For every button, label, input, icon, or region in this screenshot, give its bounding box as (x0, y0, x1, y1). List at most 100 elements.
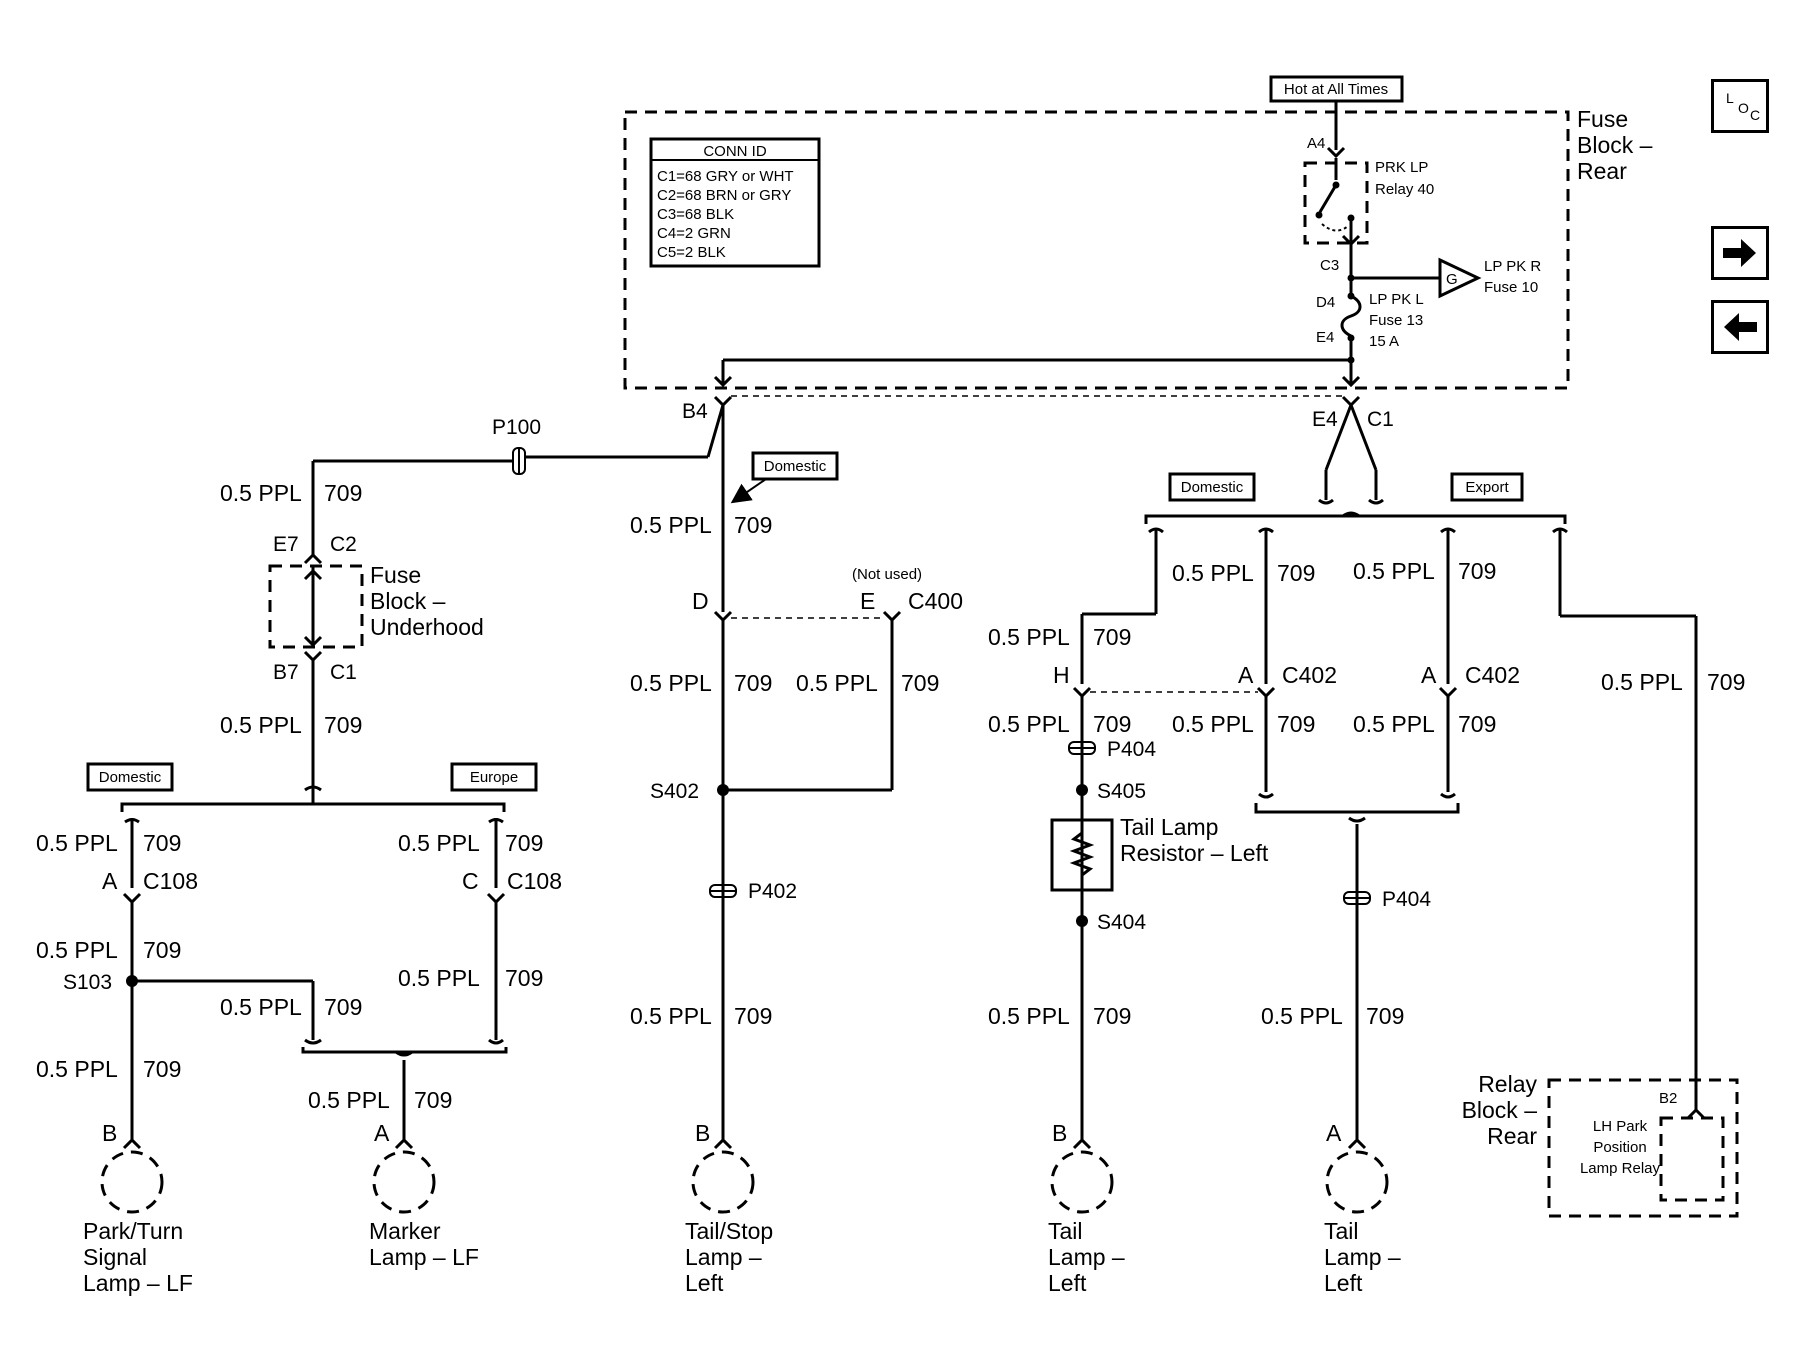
underhood-pin-e7: E7 (273, 533, 299, 556)
fuse10-label-2: Fuse 10 (1484, 279, 1538, 296)
relay-block-label-2: Block – (1462, 1097, 1538, 1123)
option-europe-label: Europe (470, 769, 518, 786)
fuse-block-rear-label-3: Rear (1577, 158, 1627, 184)
arrow-right-icon (1723, 239, 1756, 267)
lamp-2-line-1: Marker (369, 1218, 441, 1244)
p404-label-1: P404 (1107, 738, 1156, 761)
p100-label: P100 (492, 416, 541, 439)
splice-s405: S405 (1097, 780, 1146, 803)
relay40-pin-a4: A4 (1307, 135, 1325, 152)
lamp-1-pin: B (102, 1120, 117, 1146)
relay-block-label-1: Relay (1478, 1071, 1537, 1097)
fuse13-pin-d4: D4 (1316, 294, 1335, 311)
wire-label-c402a1-bot-circuit: 709 (1277, 711, 1315, 737)
wire-label-c402a2-top-gauge: 0.5 PPL (1353, 558, 1435, 584)
lamp-2-line-2: Lamp – LF (369, 1244, 479, 1270)
lamp-tail-stop-left: B Tail/Stop Lamp – Left (685, 1120, 773, 1296)
conn-id-table: CONN ID C1=68 GRY or WHT C2=68 BRN or GR… (649, 137, 821, 268)
conn-id-title: CONN ID (703, 143, 767, 160)
wire-label-c108a-gauge: 0.5 PPL (36, 830, 118, 856)
fuse10-pin-c3: C3 (1320, 257, 1339, 274)
option-domestic-left (86, 762, 174, 792)
underhood-label-3: Underhood (370, 614, 484, 640)
wire-label-h-lamp-circuit: 709 (1093, 1003, 1131, 1029)
wire-label-p100-gauge: 0.5 PPL (220, 480, 302, 506)
c108-conn-left: C108 (143, 868, 198, 894)
splice-s103: S103 (63, 971, 112, 994)
splice-s402-dot (717, 784, 729, 796)
lamp-4-line-2: Lamp – (1048, 1244, 1125, 1270)
conn-id-row-1: C1=68 GRY or WHT (657, 168, 794, 185)
arrow-left-icon (1724, 313, 1757, 341)
lamp-3-pin: B (695, 1120, 710, 1146)
option-europe (450, 762, 538, 792)
lh-park-position-lamp-relay (1659, 1116, 1725, 1202)
wire-label-s103-bot-circuit: 709 (143, 1056, 181, 1082)
wire-label-c108c-bot-gauge: 0.5 PPL (398, 965, 480, 991)
loc-letter-l: L (1726, 90, 1734, 106)
relay-block-relay-label-2: Position (1593, 1139, 1646, 1156)
lamp-1-line-1: Park/Turn (83, 1218, 183, 1244)
relay40-label-1: PRK LP (1375, 159, 1428, 176)
loc-letter-o: O (1738, 100, 1749, 116)
c402-pin-a-2: A (1421, 662, 1437, 688)
option-domestic-right (1168, 472, 1256, 502)
fuse10-label-1: LP PK R (1484, 258, 1541, 275)
loc-button[interactable]: L O C (1711, 79, 1769, 133)
underhood-label-2: Block – (370, 588, 446, 614)
wire-label-marker-gauge: 0.5 PPL (308, 1087, 390, 1113)
c402-conn-1: C402 (1282, 662, 1337, 688)
p404-label-2: P404 (1382, 888, 1431, 911)
fuse10-ground-letter: G (1446, 271, 1458, 288)
wire-label-c402a1-top-gauge: 0.5 PPL (1172, 560, 1254, 586)
fuse-block-rear-outline (623, 110, 1570, 390)
conn-id-row-3: C3=68 BLK (657, 206, 734, 223)
option-domestic-center-label: Domestic (764, 458, 827, 475)
lamp-park-turn-signal-lf: B Park/Turn Signal Lamp – LF (83, 1120, 193, 1296)
c402-pin-h: H (1053, 662, 1070, 688)
underhood-conn-c2: C2 (330, 533, 357, 556)
wire-label-c108c-circuit: 709 (505, 830, 543, 856)
wire-label-c400d-gauge: 0.5 PPL (630, 670, 712, 696)
conn-b4-pin: B4 (682, 400, 708, 423)
lamp-4-pin: B (1052, 1120, 1067, 1146)
wire-label-center-top-circuit: 709 (734, 512, 772, 538)
lamp-2-pin: A (374, 1120, 390, 1146)
lamp-tail-left-1: B Tail Lamp – Left (1048, 1120, 1125, 1296)
c400-conn: C400 (908, 588, 963, 614)
back-button[interactable] (1711, 300, 1769, 354)
lamp-3-line-1: Tail/Stop (685, 1218, 773, 1244)
fuse-block-underhood (268, 564, 364, 649)
conn-id-row-2: C2=68 BRN or GRY (657, 187, 791, 204)
fuse13-label-1: LP PK L (1369, 291, 1424, 308)
hot-at-all-times-label: Hot at All Times (1284, 81, 1388, 98)
wire-label-c402a1-bot-gauge: 0.5 PPL (1172, 711, 1254, 737)
conn-id-row-5: C5=2 BLK (657, 244, 726, 261)
forward-button[interactable] (1711, 226, 1769, 280)
wire-label-center-bot-circuit: 709 (734, 1003, 772, 1029)
relay-block-relay-label-3: Lamp Relay (1580, 1160, 1661, 1177)
option-domestic-center (751, 451, 839, 481)
option-domestic-right-label: Domestic (1181, 479, 1244, 496)
fuse13-label-3: 15 A (1369, 333, 1399, 350)
lamp-1-line-3: Lamp – LF (83, 1270, 193, 1296)
wire-label-c402a2-bot-circuit: 709 (1458, 711, 1496, 737)
fuse-block-rear-label-1: Fuse (1577, 106, 1628, 132)
lamp-1-line-2: Signal (83, 1244, 147, 1270)
fuse-block-rear-label-2: Block – (1577, 132, 1653, 158)
loc-letter-c: C (1750, 107, 1761, 123)
fuse13-pin-e4: E4 (1316, 329, 1334, 346)
wire-label-join-right-gauge: 0.5 PPL (1261, 1003, 1343, 1029)
wire-label-s103-branch-gauge: 0.5 PPL (220, 994, 302, 1020)
relay-block-label-3: Rear (1487, 1123, 1537, 1149)
wire-label-h-bot-gauge: 0.5 PPL (988, 711, 1070, 737)
conn-e4-pin: E4 (1312, 408, 1338, 431)
resistor-icon (1069, 820, 1095, 890)
splice-s404: S404 (1097, 911, 1146, 934)
wire-label-c402a2-bot-gauge: 0.5 PPL (1353, 711, 1435, 737)
wire-label-c400e-circuit: 709 (901, 670, 939, 696)
wire-label-s103-branch-circuit: 709 (324, 994, 362, 1020)
option-domestic-left-label: Domestic (99, 769, 162, 786)
wire-label-marker-circuit: 709 (414, 1087, 452, 1113)
